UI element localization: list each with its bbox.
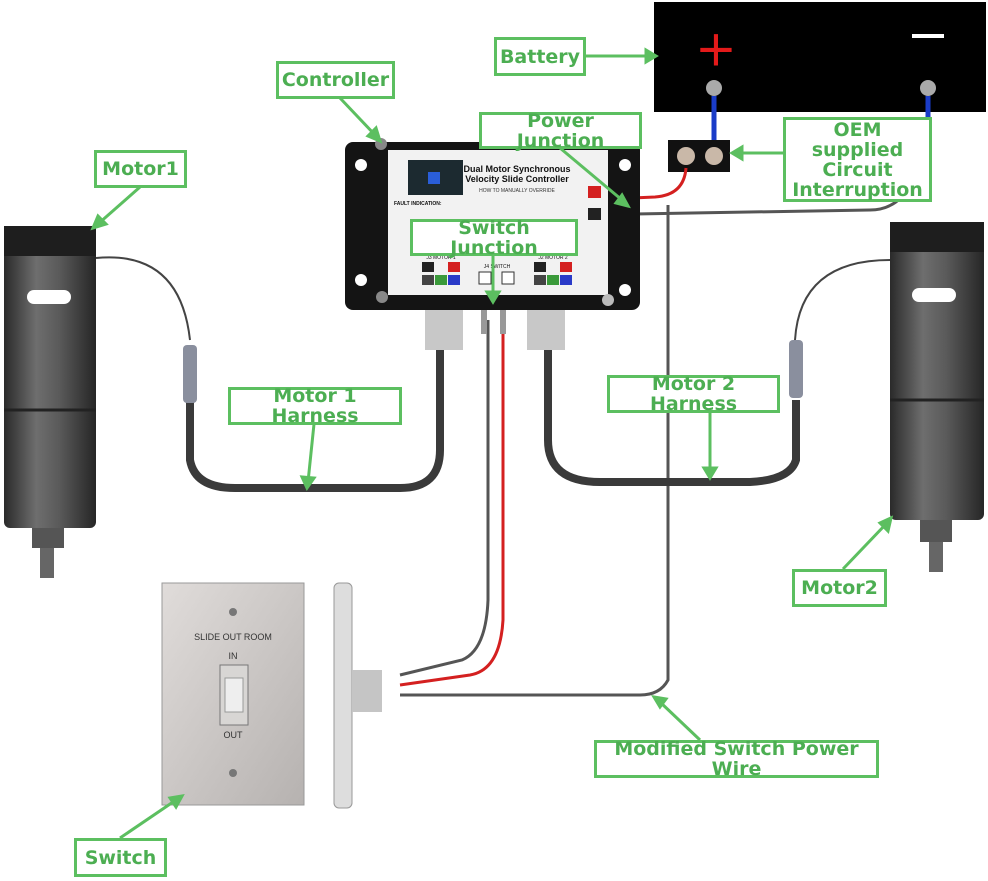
positive-terminal-sign: + bbox=[695, 20, 737, 78]
battery: + bbox=[654, 2, 986, 145]
controller-title-1: Dual Motor Synchronous bbox=[463, 164, 570, 174]
switch-title: SLIDE OUT ROOM bbox=[194, 632, 272, 642]
controller-subtitle: HOW TO MANUALLY OVERRIDE bbox=[479, 188, 555, 194]
wires bbox=[95, 117, 930, 697]
label-motor2-harness: Motor 2 Harness bbox=[607, 374, 780, 414]
leader-arrows bbox=[90, 47, 894, 840]
switch-port-label: J4 SWITCH bbox=[484, 264, 511, 270]
oem-line-3: Interruption bbox=[792, 178, 923, 201]
circuit-interruption-breaker bbox=[668, 140, 730, 172]
controller-fault: FAULT INDICATION: bbox=[394, 201, 442, 207]
label-power-junction: Power Junction bbox=[479, 111, 642, 151]
label-oem-circuit-interruption: OEM supplied Circuit Interruption bbox=[783, 117, 932, 202]
label-switch: Switch bbox=[74, 838, 167, 877]
label-motor2: Motor2 bbox=[792, 569, 887, 607]
oem-line-1: OEM supplied bbox=[811, 118, 904, 161]
motor2 bbox=[890, 222, 984, 572]
label-controller: Controller bbox=[276, 61, 395, 99]
label-battery: Battery bbox=[494, 37, 586, 76]
label-switch-junction: Switch Junction bbox=[410, 218, 578, 258]
oem-line-2: Circuit bbox=[822, 158, 893, 181]
motor2-port-label: J2 MOTOR 2 bbox=[538, 255, 568, 261]
controller-title-2: Velocity Slide Controller bbox=[465, 174, 569, 184]
label-motor1: Motor1 bbox=[94, 150, 187, 188]
negative-terminal-sign bbox=[912, 34, 944, 38]
motor1 bbox=[4, 226, 96, 578]
switch-plate bbox=[161, 582, 382, 809]
label-modified-switch-power-wire: Modified Switch Power Wire bbox=[594, 739, 879, 779]
switch-in-label: IN bbox=[229, 651, 238, 661]
motor1-port-label: J3 MOTOR 1 bbox=[426, 255, 456, 261]
switch-out-label: OUT bbox=[224, 730, 244, 740]
label-motor1-harness: Motor 1 Harness bbox=[228, 386, 402, 426]
